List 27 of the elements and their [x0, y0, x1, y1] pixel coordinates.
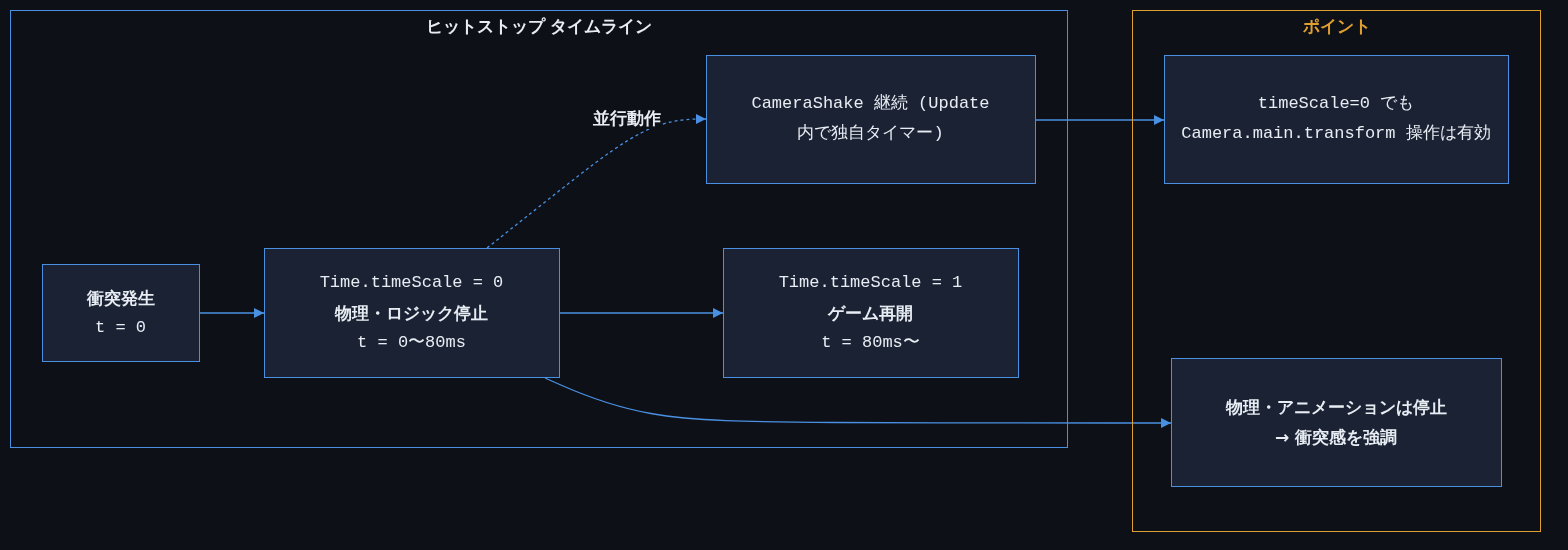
node-text: Time.timeScale = 1	[778, 271, 963, 294]
node-text: t = 80ms〜	[821, 331, 920, 354]
arrow	[199, 307, 265, 319]
process-box	[263, 247, 560, 378]
group-frame	[1132, 10, 1541, 532]
node-text: ゲーム再開	[828, 301, 913, 325]
node-text: t = 0	[95, 316, 146, 339]
node-text: 衝突発生	[86, 286, 155, 310]
node-text: timeScale=0 でも Camera.main.transform 操作は有効	[1180, 93, 1492, 145]
arrow	[544, 377, 1172, 429]
node-text: Time.timeScale = 0	[319, 271, 504, 294]
process-box	[41, 263, 200, 362]
group-title: ポイント	[1302, 15, 1371, 38]
group-frame	[10, 10, 1068, 448]
process-box	[705, 54, 1036, 184]
process-box	[1170, 357, 1502, 487]
arrow	[1035, 114, 1165, 126]
arrow	[559, 307, 724, 319]
node-text: 物理・アニメーションは停止 → 衝突感を強調	[1224, 396, 1448, 449]
node-text: 物理・ロジック停止	[335, 301, 488, 325]
process-box	[1163, 54, 1509, 184]
node-text: t = 0〜80ms	[357, 331, 466, 354]
edge-label: 並行動作	[593, 107, 661, 129]
group-title: ヒットストップ タイムライン	[425, 15, 653, 38]
arrow	[486, 113, 707, 249]
process-box	[722, 247, 1019, 378]
node-text: CameraShake 継続 (Update内で独自タイマー)	[750, 93, 991, 145]
